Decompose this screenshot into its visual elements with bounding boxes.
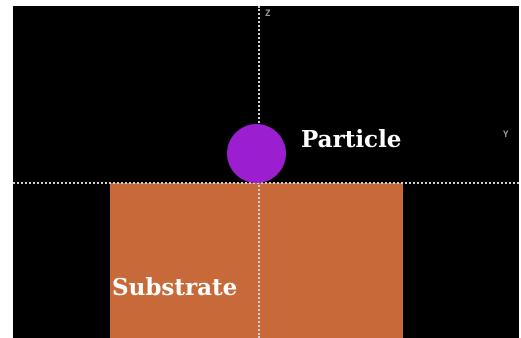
- y-axis-label: Y: [503, 130, 509, 140]
- substrate-label: Substrate: [112, 274, 238, 301]
- particle-sphere: [227, 124, 286, 183]
- y-axis-line: [13, 182, 519, 184]
- substrate-block: [110, 183, 403, 338]
- simulation-viewport: Z Y Particle Substrate: [13, 6, 519, 338]
- particle-label: Particle: [301, 126, 402, 153]
- z-axis-label: Z: [265, 9, 271, 19]
